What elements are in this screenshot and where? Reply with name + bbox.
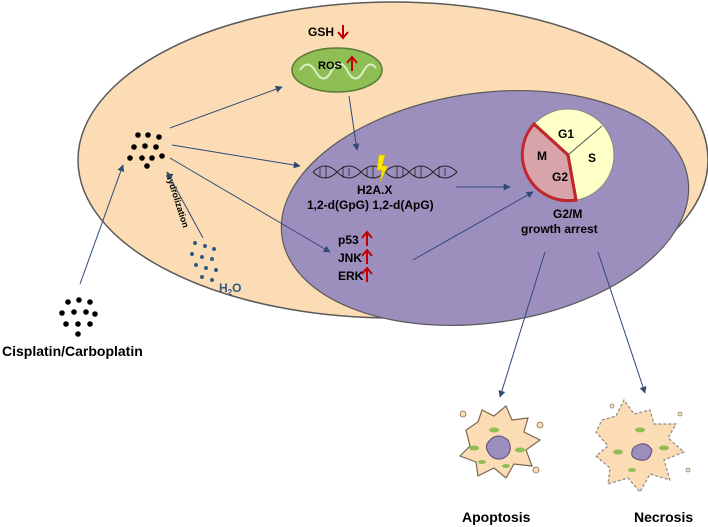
- arrow-extracellular-to-cell: [79, 164, 125, 285]
- h2ax-label: H2A.X: [357, 183, 392, 197]
- cycle-m-label: M: [537, 149, 547, 163]
- arrow-drug-to-p53: [169, 157, 331, 253]
- arrow-to-apoptosis: [498, 251, 546, 398]
- cycle-g2-label: G2: [552, 170, 568, 184]
- water-label: H2O: [219, 281, 241, 297]
- arrow-mito-to-dna: [348, 95, 360, 151]
- drug-dots-inside: [127, 132, 165, 169]
- gsh-label: GSH: [308, 25, 334, 39]
- lightning-icon: [376, 154, 389, 183]
- cycle-s-label: S: [588, 151, 596, 165]
- ros-up-arrow-icon: [346, 55, 358, 71]
- jnk-up-arrow-icon: [361, 248, 373, 264]
- arrow-drug-to-mito: [169, 85, 283, 129]
- arrow-drug-to-dna: [171, 144, 301, 169]
- drug-dots-outside: [59, 297, 98, 337]
- p53-up-arrow-icon: [361, 230, 373, 246]
- growth-arrest-label: growth arrest: [521, 222, 598, 236]
- g2m-label: G2/M: [553, 207, 582, 221]
- p53-label: p53: [338, 233, 359, 247]
- drug-label: Cisplatin/Carboplatin: [2, 343, 143, 359]
- jnk-label: JNK: [338, 251, 362, 265]
- mitochondrion: [291, 47, 383, 93]
- arrow-p53-to-cycle: [412, 191, 534, 261]
- cycle-g1-label: G1: [558, 127, 574, 141]
- apoptosis-cell-icon: [458, 405, 544, 479]
- ros-label: ROS: [318, 60, 342, 72]
- erk-label: ERK: [338, 269, 364, 283]
- adducts-label: 1,2-d(GpG) 1,2-d(ApG): [307, 198, 434, 212]
- necrosis-cell-icon: [595, 398, 691, 494]
- cell-cycle-pie: G1 S M G2: [520, 108, 615, 203]
- necrosis-label: Necrosis: [634, 509, 693, 525]
- arrow-water-to-drug: [166, 171, 204, 239]
- gsh-down-arrow-icon: [337, 25, 349, 40]
- pathway-arrows: [79, 85, 647, 398]
- apoptosis-label: Apoptosis: [462, 509, 531, 525]
- arrow-to-necrosis: [597, 251, 647, 394]
- erk-up-arrow-icon: [361, 266, 373, 282]
- water-dots: [190, 241, 218, 282]
